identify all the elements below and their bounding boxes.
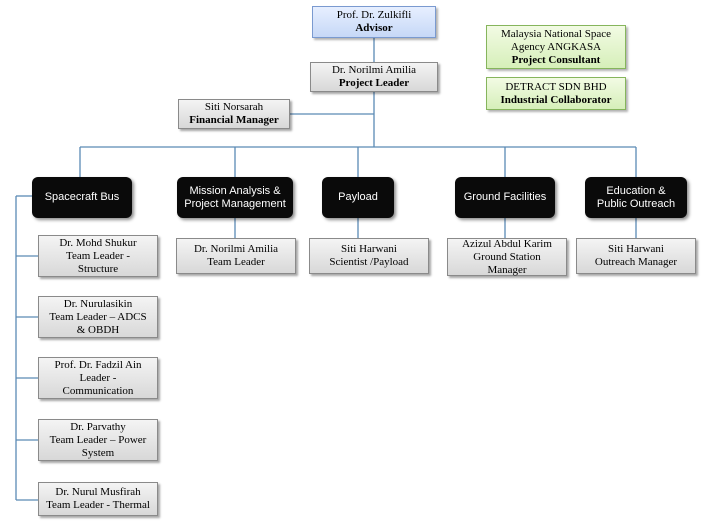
advisor-name: Prof. Dr. Zulkifli xyxy=(336,9,412,21)
mission-member-role: Team Leader xyxy=(207,256,265,268)
financial-manager-box: Siti Norsarah Financial Manager xyxy=(178,99,290,129)
consultant-line1: Malaysia National Space xyxy=(501,27,611,40)
financial-manager-role: Financial Manager xyxy=(189,114,279,126)
bus-member-adcs: Dr. Nurulasikin Team Leader – ADCS & OBD… xyxy=(38,296,158,338)
division-payload-label: Payload xyxy=(338,191,378,203)
bus-member-role: Leader - xyxy=(79,371,117,384)
bus-member-area: Structure xyxy=(77,262,119,275)
bus-member-name: Dr. Mohd Shukur xyxy=(59,236,137,249)
bus-member-role: Team Leader - xyxy=(66,249,130,262)
payload-member-box: Siti Harwani Scientist /Payload xyxy=(309,238,429,274)
bus-member-structure: Dr. Mohd Shukur Team Leader - Structure xyxy=(38,235,158,277)
project-leader-name: Dr. Norilmi Amilia xyxy=(331,64,417,76)
project-leader-box: Dr. Norilmi Amilia Project Leader xyxy=(310,62,438,92)
financial-manager-name: Siti Norsarah xyxy=(204,101,264,113)
education-member-role: Outreach Manager xyxy=(594,256,678,268)
ground-member-role: Ground Station xyxy=(473,250,541,263)
bus-member-name: Dr. Nurul Musfirah xyxy=(55,486,141,498)
ground-member-name: Azizul Abdul Karim xyxy=(462,237,552,250)
bus-member-name: Prof. Dr. Fadzil Ain xyxy=(54,358,142,371)
consultant-role: Project Consultant xyxy=(511,53,601,66)
consultant-box: Malaysia National Space Agency ANGKASA P… xyxy=(486,25,626,69)
payload-member-role: Scientist /Payload xyxy=(329,256,409,268)
education-member-name: Siti Harwani xyxy=(608,243,664,255)
division-spacecraft-bus: Spacecraft Bus xyxy=(32,177,132,218)
collaborator-box: DETRACT SDN BHD Industrial Collaborator xyxy=(486,77,626,110)
bus-member-area: & OBDH xyxy=(76,323,120,336)
ground-member-title: Manager xyxy=(487,263,527,276)
payload-member-name: Siti Harwani xyxy=(341,243,397,255)
bus-member-name: Dr. Nurulasikin xyxy=(63,297,133,310)
division-education: Education & Public Outreach xyxy=(585,177,687,218)
bus-member-communication: Prof. Dr. Fadzil Ain Leader - Communicat… xyxy=(38,357,158,399)
education-member-box: Siti Harwani Outreach Manager xyxy=(576,238,696,274)
bus-member-thermal: Dr. Nurul Musfirah Team Leader - Thermal xyxy=(38,482,158,516)
bus-member-role: Team Leader – Power xyxy=(49,433,147,446)
advisor-box: Prof. Dr. Zulkifli Advisor xyxy=(312,6,436,38)
bus-member-area: System xyxy=(81,446,115,459)
division-mission-line1: Mission Analysis & xyxy=(189,184,281,197)
bus-member-power: Dr. Parvathy Team Leader – Power System xyxy=(38,419,158,461)
bus-member-role: Team Leader - Thermal xyxy=(46,499,150,511)
division-ground-label: Ground Facilities xyxy=(463,191,547,203)
mission-member-name: Dr. Norilmi Amilia xyxy=(193,243,279,255)
division-mission-line2: Project Management xyxy=(184,197,286,210)
division-mission-analysis: Mission Analysis & Project Management xyxy=(177,177,293,218)
collaborator-role: Industrial Collaborator xyxy=(500,93,612,106)
project-leader-role: Project Leader xyxy=(338,77,410,89)
bus-member-area: Communication xyxy=(62,384,134,397)
ground-member-box: Azizul Abdul Karim Ground Station Manage… xyxy=(447,238,567,276)
division-payload: Payload xyxy=(322,177,394,218)
bus-member-name: Dr. Parvathy xyxy=(70,420,126,433)
bus-member-role: Team Leader – ADCS xyxy=(49,310,147,323)
division-education-line1: Education & xyxy=(606,184,666,197)
division-education-line2: Public Outreach xyxy=(596,197,676,210)
collaborator-name: DETRACT SDN BHD xyxy=(505,80,607,93)
advisor-role: Advisor xyxy=(355,22,393,34)
consultant-line2: Agency ANGKASA xyxy=(510,40,602,53)
division-ground-facilities: Ground Facilities xyxy=(455,177,555,218)
mission-member-box: Dr. Norilmi Amilia Team Leader xyxy=(176,238,296,274)
division-spacecraft-bus-label: Spacecraft Bus xyxy=(44,191,120,203)
